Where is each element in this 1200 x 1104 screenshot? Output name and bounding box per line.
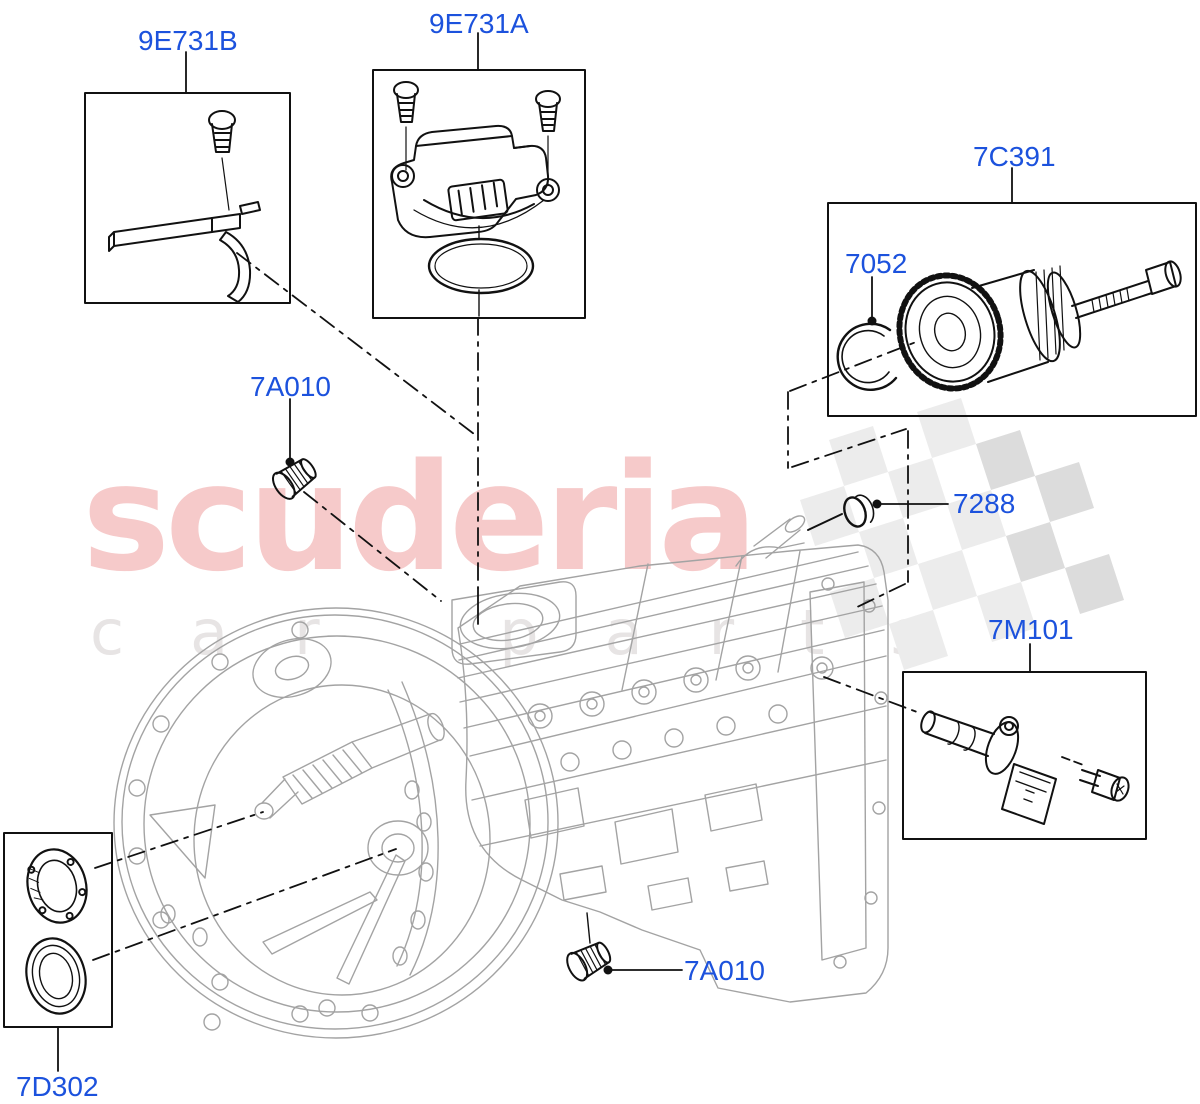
bell-housing-art xyxy=(113,607,559,1039)
part-label-7d302[interactable]: 7D302 xyxy=(16,1071,99,1102)
bracket-illustration-9e731b xyxy=(108,110,261,303)
plug-illustration-7a010-upper xyxy=(271,458,317,500)
leader-dots xyxy=(285,316,882,975)
plug-illustration-7a010-lower xyxy=(566,941,612,982)
callout-box-9e731b xyxy=(84,92,291,304)
part-label-7a010-upper[interactable]: 7A010 xyxy=(250,371,331,402)
callout-box-7d302 xyxy=(3,832,113,1028)
part-label-9e731a[interactable]: 9E731A xyxy=(429,8,529,39)
part-label-9e731b[interactable]: 9E731B xyxy=(138,25,238,56)
gear-case-art xyxy=(451,515,889,1003)
o-ring-illustration xyxy=(427,237,535,295)
part-label-7m101[interactable]: 7M101 xyxy=(988,614,1074,645)
part-label-7c391[interactable]: 7C391 xyxy=(973,141,1056,172)
part-label-7052[interactable]: 7052 xyxy=(845,248,908,279)
leader-lines xyxy=(57,32,1031,1072)
input-shaft-art xyxy=(254,712,445,820)
callout-box-7m101 xyxy=(902,671,1147,840)
output-shaft-illustration-7c391 xyxy=(836,260,1182,392)
checkered-flag-watermark xyxy=(800,398,1124,670)
transmission-illustration xyxy=(113,515,889,1039)
washer-illustration-7288 xyxy=(807,494,875,531)
part-label-7a010-lower[interactable]: 7A010 xyxy=(684,955,765,986)
speed-sensor-illustration-7m101 xyxy=(920,710,1130,825)
seal-rings-illustration-7d302 xyxy=(25,848,88,1015)
assembly-centerlines xyxy=(92,252,918,961)
gsm-module-illustration-9e731a xyxy=(390,81,561,317)
watermark-brand-text: scuderia xyxy=(82,432,758,604)
part-label-7288[interactable]: 7288 xyxy=(953,488,1016,519)
callout-box-9e731a xyxy=(372,69,586,319)
callout-box-7c391 xyxy=(827,202,1197,417)
